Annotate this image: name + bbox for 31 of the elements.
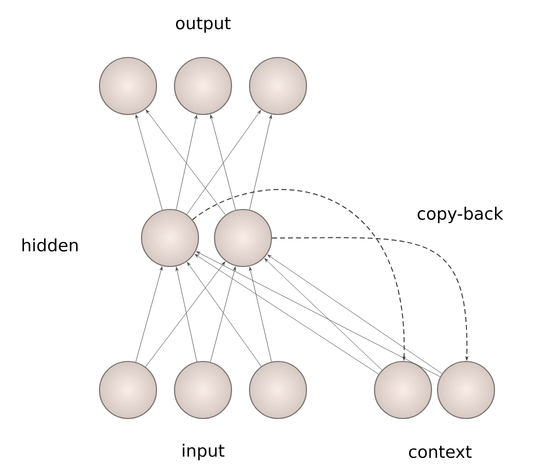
neuron-circle [174, 360, 232, 420]
arrow [176, 266, 198, 362]
layer-label: hidden [22, 238, 78, 252]
layer-label: context [409, 446, 472, 458]
neuron-circle [436, 360, 496, 420]
arrow [136, 266, 163, 362]
neuron-circle [248, 56, 308, 116]
arrow [196, 251, 440, 377]
arrow [176, 114, 198, 210]
layer-label: copy-back [418, 206, 504, 224]
arrow [145, 262, 226, 368]
neuron-circle [140, 208, 200, 268]
arrow [249, 114, 272, 210]
arrow [210, 114, 236, 210]
arrow [194, 254, 379, 374]
arrow [264, 258, 382, 370]
arrow [146, 110, 226, 216]
layer-label: output [176, 17, 231, 33]
arrow [135, 114, 163, 210]
neuron-circle [374, 360, 432, 420]
layer-label: input [182, 444, 224, 460]
arrow [249, 266, 272, 362]
neuron-circle [214, 208, 272, 268]
arrow [267, 254, 442, 374]
arrow [186, 110, 261, 215]
neuron-circle [98, 360, 158, 420]
neuron-circle [174, 56, 232, 116]
arrow [187, 262, 262, 367]
neuron-circle [98, 56, 158, 116]
arrow [210, 266, 236, 362]
neuron-circle [248, 360, 308, 420]
